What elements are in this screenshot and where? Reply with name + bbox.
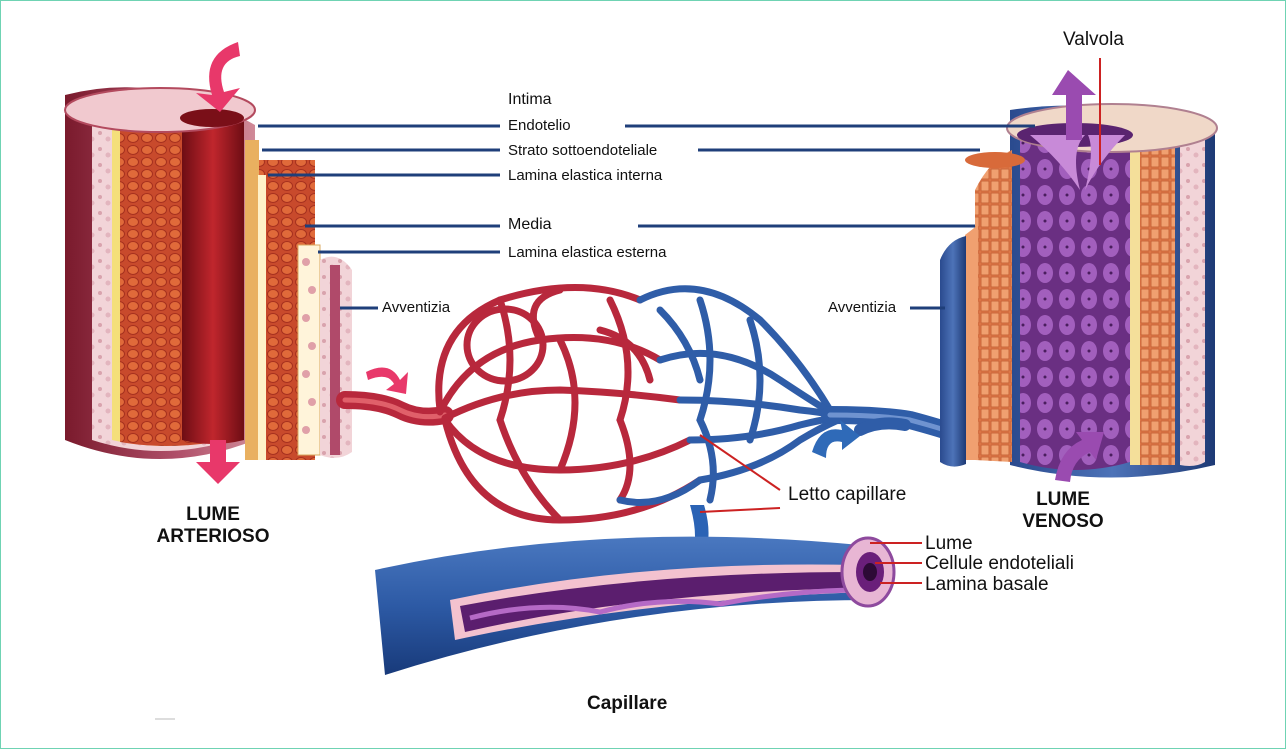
label-lume: Lume (925, 534, 973, 553)
vein-step-adventitia (940, 236, 966, 467)
artery-cross-section (65, 42, 408, 484)
label-lume-arterioso-line2: ARTERIOSO (150, 527, 276, 546)
label-intima: Intima (508, 92, 552, 108)
label-lamina-elastica-interna: Lamina elastica interna (508, 168, 662, 183)
label-avventizia-right: Avventizia (828, 300, 896, 315)
artery-lumen (182, 113, 244, 444)
label-letto-capillare: Letto capillare (788, 485, 906, 504)
label-lamina-elastica-esterna: Lamina elastica esterna (508, 245, 666, 260)
capillary-entry-arrow (366, 368, 408, 395)
label-lume-arterioso: LUME ARTERIOSO (150, 505, 276, 546)
label-lamina-basale: Lamina basale (925, 575, 1049, 594)
label-strato-sottoendoteliale: Strato sottoendoteliale (508, 143, 657, 158)
capillary-tube (375, 537, 894, 675)
label-cellule-endoteliali: Cellule endoteliali (925, 554, 1074, 573)
label-lume-venoso-line1: LUME (1015, 490, 1111, 509)
label-avventizia-left: Avventizia (382, 300, 450, 315)
vein-step-media (975, 150, 1012, 462)
label-valvola: Valvola (1063, 30, 1124, 49)
artery-step-elastic (298, 245, 320, 455)
label-endotelio: Endotelio (508, 118, 571, 133)
leader-letto-2 (700, 508, 780, 512)
label-media: Media (508, 217, 552, 233)
vein-media (1140, 125, 1175, 465)
vein-cross-section (940, 70, 1217, 482)
label-lume-venoso-line2: VENOSO (1015, 512, 1111, 531)
label-capillare: Capillare (587, 694, 667, 713)
label-lume-arterioso-line1: LUME (150, 505, 276, 524)
label-lume-venoso: LUME VENOSO (1015, 490, 1111, 531)
